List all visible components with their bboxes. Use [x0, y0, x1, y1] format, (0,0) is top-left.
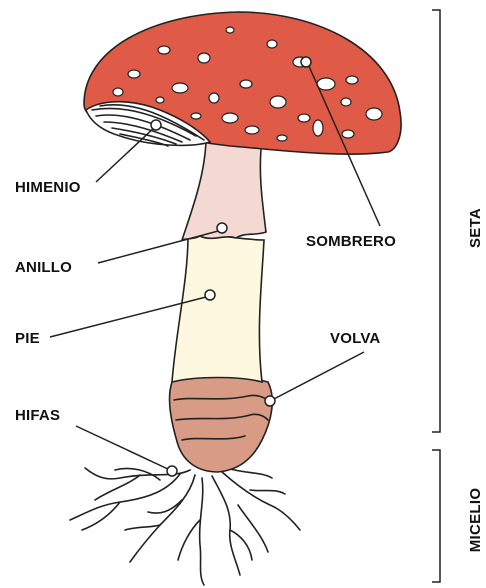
label-sombrero: SOMBRERO	[306, 233, 396, 250]
volva	[170, 376, 273, 472]
label-himenio: HIMENIO	[15, 179, 81, 196]
bracket-label-micelio: MICELIO	[467, 488, 484, 553]
label-volva: VOLVA	[330, 330, 380, 347]
hyphae-roots	[70, 468, 300, 585]
label-anillo: ANILLO	[15, 259, 72, 276]
label-pie: PIE	[15, 330, 40, 347]
bracket-label-seta: SETA	[467, 208, 484, 248]
bracket-seta	[432, 10, 440, 432]
label-hifas: HIFAS	[15, 407, 60, 424]
cap	[84, 12, 401, 154]
leader-volva	[265, 352, 364, 406]
stem-lower	[172, 235, 264, 382]
bracket-micelio	[432, 450, 440, 582]
